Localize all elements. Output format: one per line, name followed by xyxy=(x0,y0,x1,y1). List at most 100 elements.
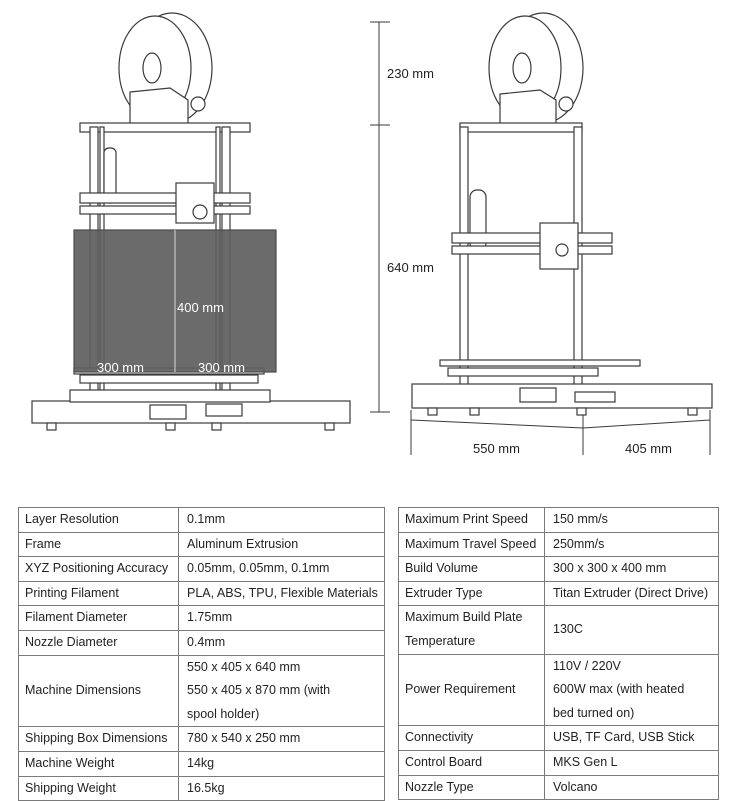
spec-value-text: 0.05mm, 0.05mm, 0.1mm xyxy=(187,561,330,576)
spec-row: Filament Diameter 1.75mm xyxy=(18,605,385,631)
spec-value-text: PLA, ABS, TPU, Flexible Materials xyxy=(187,585,378,600)
spec-label-text: Extruder Type xyxy=(405,585,483,600)
spec-label: Maximum Travel Speed xyxy=(398,531,545,558)
spec-value-text: 0.4mm xyxy=(187,634,226,649)
spec-label-text: Shipping Weight xyxy=(25,780,116,795)
spec-value-text: 600W max (with heated xyxy=(553,682,685,697)
spec-row: Shipping Box Dimensions 780 x 540 x 250 m… xyxy=(18,726,385,752)
spec-label: XYZ Positioning Accuracy xyxy=(18,556,179,582)
side-bed xyxy=(439,359,641,367)
spec-row: Maximum Print Speed 150 mm/s xyxy=(398,507,719,533)
spec-value: MKS Gen L xyxy=(544,749,719,776)
spec-value: 150 mm/s xyxy=(544,507,719,533)
spec-value-text: 130C xyxy=(553,622,583,637)
spool-height-label: 230 mm xyxy=(387,66,434,81)
machine-depth-label: 405 mm xyxy=(625,441,672,456)
spec-label-text: Nozzle Type xyxy=(405,779,474,794)
spec-value-text: 16.5kg xyxy=(187,780,225,795)
spec-label: Frame xyxy=(18,531,179,558)
spec-value: 250mm/s xyxy=(544,531,719,558)
spec-label: Machine Dimensions xyxy=(18,654,179,728)
side-top-bar xyxy=(459,122,583,133)
spec-value: 0.05mm, 0.05mm, 0.1mm xyxy=(178,556,385,582)
spec-value-text: 550 x 405 x 640 mm xyxy=(187,659,301,674)
dimension-lines xyxy=(370,21,711,455)
spec-row: Extruder Type Titan Extruder (Direct Driv… xyxy=(398,580,719,607)
spec-value-text: 1.75mm xyxy=(187,610,233,625)
spec-label-text: Nozzle Diameter xyxy=(25,634,118,649)
spec-value-text: 110V / 220V xyxy=(553,658,621,673)
spec-label: Filament Diameter xyxy=(18,605,179,631)
spec-value: 0.4mm xyxy=(178,629,385,656)
spec-label-text: Power Requirement xyxy=(405,682,516,697)
spec-value-text: 150 mm/s xyxy=(553,512,608,526)
side-view-printer xyxy=(411,12,713,416)
spec-value-text: 300 x 300 x 400 mm xyxy=(553,561,667,576)
spec-label: Printing Filament xyxy=(18,580,179,607)
side-base xyxy=(411,383,713,409)
spec-label-text: Shipping Box Dimensions xyxy=(25,731,168,746)
spec-value-text: Titan Extruder (Direct Drive) xyxy=(553,585,709,600)
spec-label: Build Volume xyxy=(398,556,545,582)
spec-label-text: Connectivity xyxy=(405,730,474,745)
spec-label-text: Control Board xyxy=(405,754,483,769)
spec-label-text: Machine Dimensions xyxy=(25,683,142,698)
side-x-gantry xyxy=(451,232,613,244)
spec-label: Nozzle Type xyxy=(398,774,545,801)
spec-value-text: 780 x 540 x 250 mm xyxy=(187,731,301,746)
spool-holder xyxy=(129,87,189,129)
spec-label-text: XYZ Positioning Accuracy xyxy=(25,561,169,576)
spec-value: 780 x 540 x 250 mm xyxy=(178,726,385,752)
side-left-rail xyxy=(459,126,469,398)
spec-value-text: 250mm/s xyxy=(553,536,605,551)
spec-value: 110V / 220V 600W max (with heated bed turn… xyxy=(544,653,719,727)
spec-label-text: Printing Filament xyxy=(25,585,119,600)
spec-row: Connectivity USB, TF Card, USB Stick xyxy=(398,725,719,751)
spec-value-text: Volcano xyxy=(553,779,598,794)
spec-value-text: 14kg xyxy=(187,755,215,770)
spec-label: Extruder Type xyxy=(398,580,545,607)
spec-label-text: Machine Weight xyxy=(25,755,115,770)
spec-label-text: Layer Resolution xyxy=(25,512,119,526)
front-x-gantry xyxy=(79,192,251,204)
spec-label: Connectivity xyxy=(398,725,545,751)
spec-label-text: Temperature xyxy=(405,633,476,648)
spec-value-text: bed turned on) xyxy=(553,705,635,720)
spec-row: Maximum Travel Speed 250mm/s xyxy=(398,531,719,558)
spec-value-text: Aluminum Extrusion xyxy=(187,536,299,551)
side-spool-hub xyxy=(512,52,532,84)
frame-height-label: 640 mm xyxy=(387,260,434,275)
spec-value-text: spool holder) xyxy=(187,706,260,721)
spec-row: XYZ Positioning Accuracy 0.05mm, 0.05mm, … xyxy=(18,556,385,582)
spec-row: Printing Filament PLA, ABS, TPU, Flexible… xyxy=(18,580,385,607)
spec-row: Control Board MKS Gen L xyxy=(398,749,719,776)
spec-label: Control Board xyxy=(398,749,545,776)
spec-row: Machine Weight 14kg xyxy=(18,750,385,777)
spec-label: Maximum Print Speed xyxy=(398,507,545,533)
spec-label-text: Build Volume xyxy=(405,561,478,576)
spec-label: Layer Resolution xyxy=(18,507,179,533)
spec-value: 130C xyxy=(544,605,719,655)
spec-value: 1.75mm xyxy=(178,605,385,631)
spec-value: Aluminum Extrusion xyxy=(178,531,385,558)
spec-row: Power Requirement 110V / 220V 600W max (wi… xyxy=(398,653,719,727)
spec-value-text: 0.1mm xyxy=(187,512,226,526)
spec-label: Power Requirement xyxy=(398,653,545,727)
front-top-bar xyxy=(79,122,251,133)
spec-value: Titan Extruder (Direct Drive) xyxy=(544,580,719,607)
spec-row: Shipping Weight 16.5kg xyxy=(18,775,385,801)
spec-label: Shipping Weight xyxy=(18,775,179,801)
spool-hub xyxy=(142,52,162,84)
build-depth-label: 300 mm xyxy=(198,360,245,375)
spec-value: USB, TF Card, USB Stick xyxy=(544,725,719,751)
front-base xyxy=(31,400,351,424)
spec-value-text: MKS Gen L xyxy=(553,754,618,769)
spec-row: Build Volume 300 x 300 x 400 mm xyxy=(398,556,719,582)
spec-value-text: USB, TF Card, USB Stick xyxy=(553,730,695,745)
